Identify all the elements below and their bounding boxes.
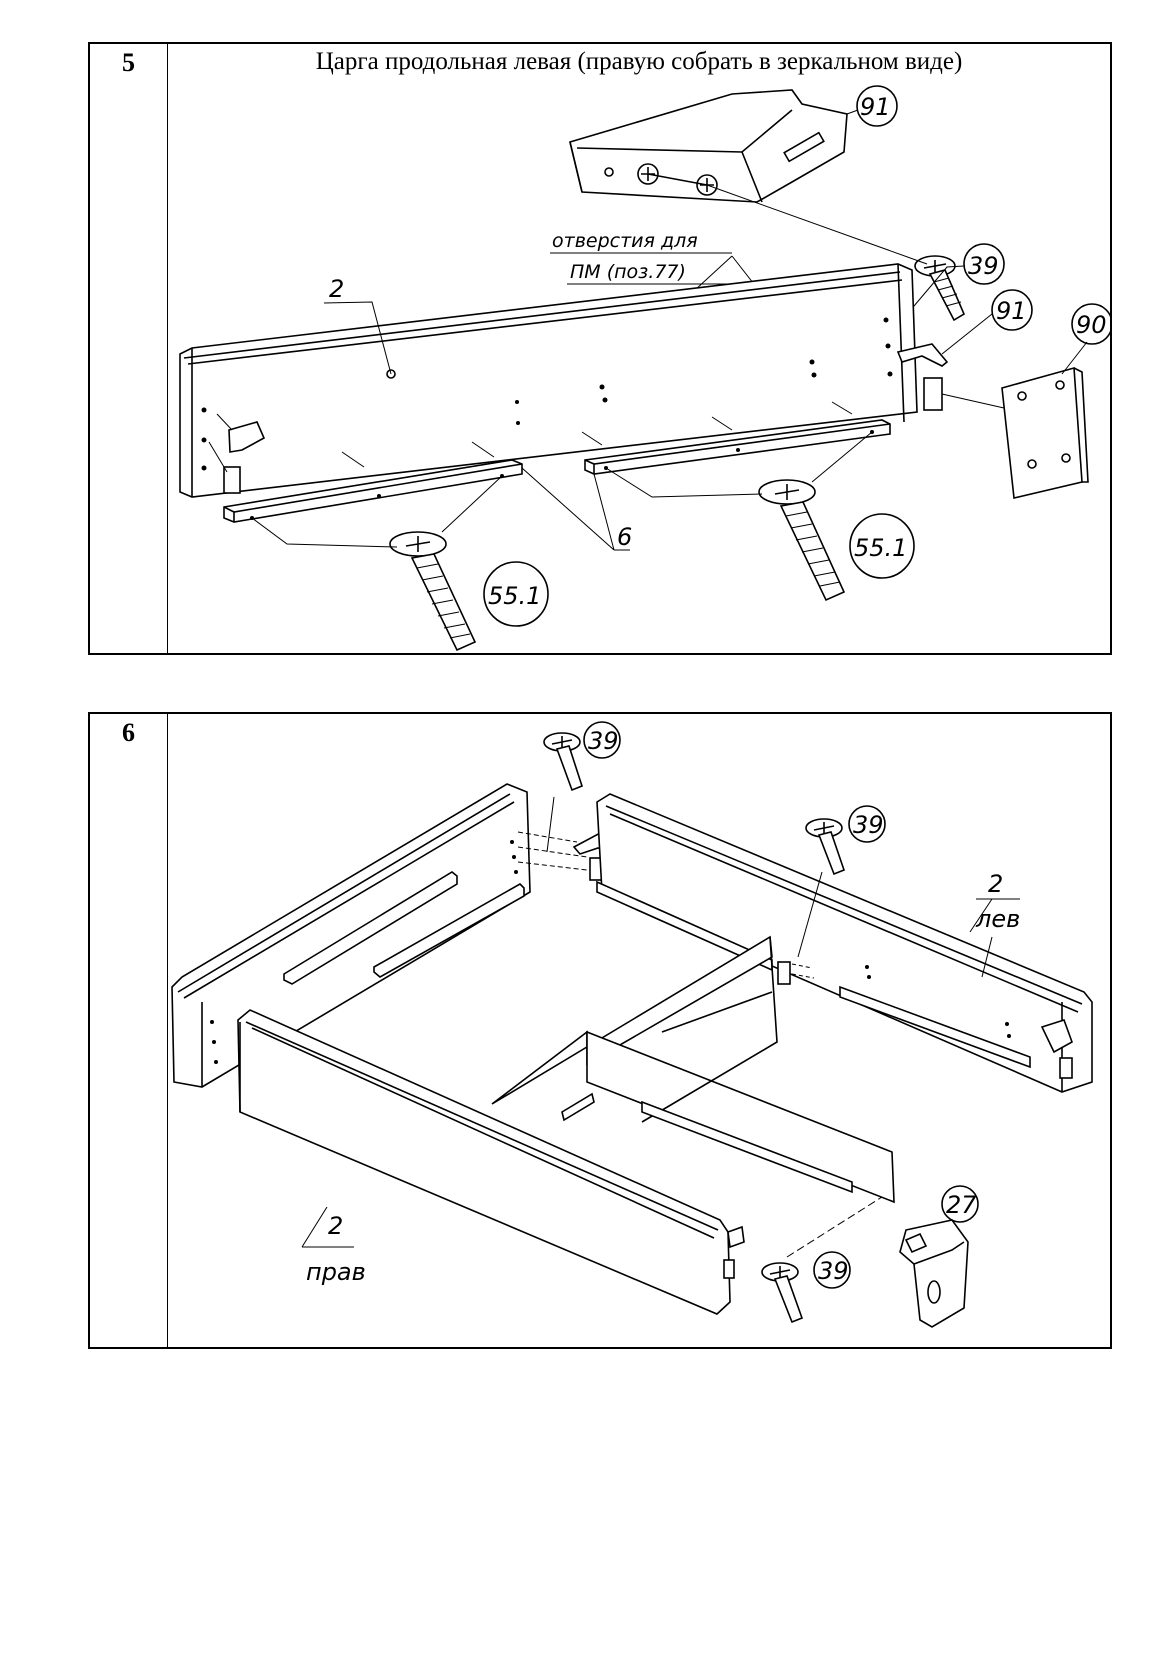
holes-note-line1: отверстия для bbox=[552, 230, 698, 252]
front-corner-bracket bbox=[727, 1225, 745, 1249]
screw-39-bottom bbox=[761, 1262, 804, 1324]
callout-55-1-right: 55.1 bbox=[854, 534, 907, 562]
callout-39-bottom: 39 bbox=[818, 1257, 849, 1285]
step-5-diagram: 91 отверстия для ПМ (поз.77) 39 bbox=[179, 85, 1110, 652]
callout-27: 27 bbox=[946, 1191, 977, 1219]
mounting-plate-90 bbox=[1001, 366, 1089, 499]
screw-55-1-left bbox=[389, 531, 477, 652]
screw-39-top-mid bbox=[805, 818, 846, 876]
callout-39-top-mid: 39 bbox=[853, 811, 884, 839]
callout-39-top-left: 39 bbox=[588, 727, 619, 755]
side-panel-back-right-lev bbox=[596, 793, 1093, 1093]
corner-plate-center bbox=[777, 961, 791, 985]
rail-right bbox=[584, 419, 891, 475]
step-5-number: 5 bbox=[122, 48, 135, 77]
screw-39-top-left bbox=[543, 732, 583, 792]
label-2-lev-text: лев bbox=[975, 905, 1020, 933]
label-2-prav-num: 2 bbox=[328, 1212, 343, 1240]
front-corner-plate bbox=[723, 1259, 735, 1279]
corner-plate-right bbox=[1059, 1057, 1073, 1079]
center-divider bbox=[491, 935, 895, 1204]
label-2-lev-num: 2 bbox=[988, 870, 1003, 898]
screw-55-1-right bbox=[758, 479, 846, 602]
step-5-number-cell: 5 bbox=[90, 44, 168, 653]
holes-note-line2: ПМ (поз.77) bbox=[570, 261, 686, 283]
corner-bracket-right bbox=[1040, 1019, 1073, 1054]
left-brackets bbox=[208, 413, 266, 494]
label-2-prav-text: прав bbox=[306, 1258, 366, 1286]
callout-39-step5: 39 bbox=[968, 252, 999, 280]
callout-55-1-left: 55.1 bbox=[488, 582, 541, 610]
screw-39 bbox=[914, 255, 966, 322]
small-bracket-91 bbox=[896, 343, 949, 367]
rail-center-2 bbox=[641, 1100, 853, 1194]
step-5-title: Царга продольная левая (правую собрать в… bbox=[315, 48, 963, 75]
bracket-27 bbox=[899, 1219, 969, 1328]
callout-2-step5: 2 bbox=[329, 275, 344, 303]
callout-91-top: 91 bbox=[860, 93, 891, 121]
step-5-table: 5 Царга продольная левая (правую собрать… bbox=[88, 42, 1112, 655]
rail-back-left-2 bbox=[373, 883, 525, 978]
rail-center-1 bbox=[561, 1092, 595, 1122]
callout-6: 6 bbox=[617, 523, 632, 551]
small-plate bbox=[923, 377, 943, 411]
callout-90: 90 bbox=[1076, 311, 1107, 339]
rail-back-right-2 bbox=[839, 985, 1031, 1069]
rail-left bbox=[223, 459, 523, 523]
corner-block-91 bbox=[569, 89, 848, 203]
step-6-diagram: 39 2 лев 39 bbox=[171, 721, 1093, 1328]
step-6-number-cell: 6 bbox=[90, 714, 168, 1347]
step-6-number: 6 bbox=[122, 718, 135, 747]
step-6-table: 6 39 bbox=[88, 712, 1112, 1349]
rail-back-left-1 bbox=[283, 871, 458, 985]
callout-91-small: 91 bbox=[996, 297, 1027, 325]
side-panel-2 bbox=[179, 263, 918, 498]
